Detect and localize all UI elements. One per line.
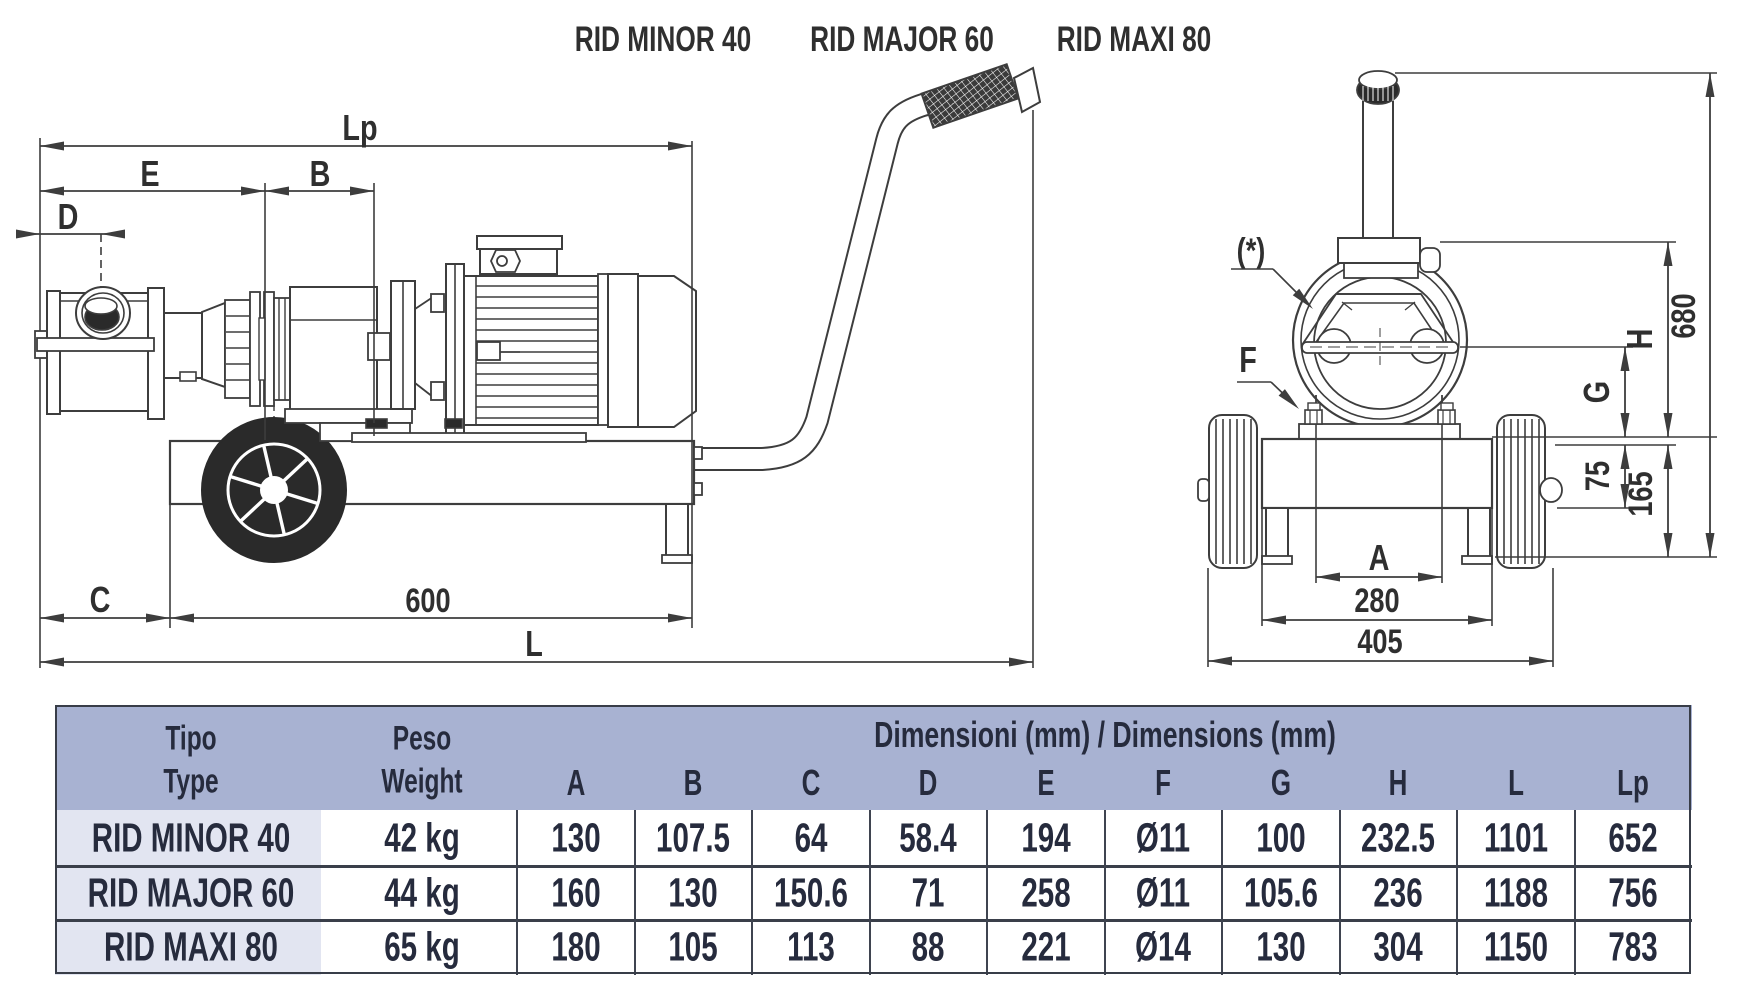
- svg-text:D: D: [58, 196, 79, 237]
- svg-text:RID MINOR 40: RID MINOR 40: [575, 19, 751, 59]
- svg-text:680: 680: [1664, 293, 1703, 338]
- svg-text:L: L: [525, 623, 543, 664]
- svg-text:B: B: [310, 153, 331, 194]
- svg-text:Lp: Lp: [342, 107, 377, 148]
- svg-text:A: A: [1369, 537, 1390, 578]
- svg-text:C: C: [90, 579, 111, 620]
- svg-text:600: 600: [405, 581, 450, 620]
- svg-text:H: H: [1619, 329, 1660, 350]
- svg-text:405: 405: [1357, 622, 1402, 661]
- svg-text:RID MAXI 80: RID MAXI 80: [1057, 19, 1212, 59]
- svg-text:E: E: [140, 153, 159, 194]
- svg-text:75: 75: [1578, 461, 1617, 491]
- svg-text:(*): (*): [1237, 231, 1266, 270]
- svg-text:RID MAJOR 60: RID MAJOR 60: [810, 19, 994, 59]
- svg-text:165: 165: [1621, 471, 1660, 516]
- svg-text:G: G: [1576, 381, 1617, 403]
- svg-text:F: F: [1239, 339, 1257, 380]
- svg-text:280: 280: [1354, 581, 1399, 620]
